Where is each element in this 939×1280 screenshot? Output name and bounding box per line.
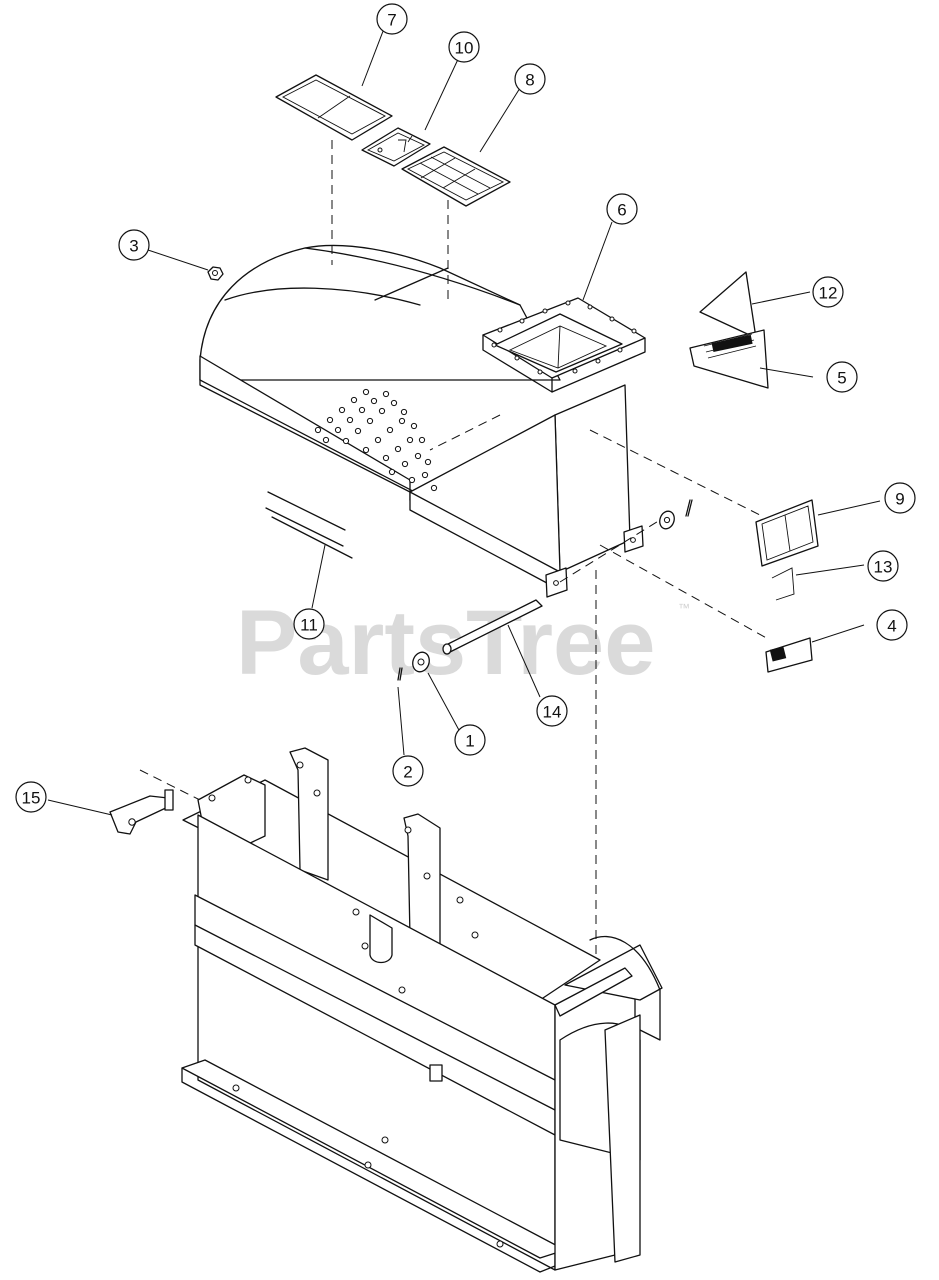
decal-5[interactable] <box>689 329 769 389</box>
callout-1-label: 1 <box>465 732 474 751</box>
decal-11[interactable] <box>265 491 353 559</box>
decal-7[interactable] <box>275 74 393 141</box>
decal-8[interactable] <box>401 146 511 207</box>
cotter-pin-2[interactable] <box>397 667 403 681</box>
latch-15[interactable] <box>109 789 174 835</box>
nut-3[interactable] <box>207 266 224 281</box>
callout-10-label: 10 <box>455 39 474 58</box>
callout-2-label: 2 <box>403 763 412 782</box>
callout-13-label: 13 <box>874 558 893 577</box>
callout-15-label: 15 <box>22 789 41 808</box>
warning-triangle-decal-12[interactable] <box>699 271 757 339</box>
decal-10[interactable] <box>361 127 431 167</box>
callout-9: 9 <box>884 482 916 514</box>
washer-right[interactable] <box>657 509 676 531</box>
decal-13[interactable] <box>771 567 795 601</box>
callout-6-label: 6 <box>617 201 626 220</box>
watermark-text: PartsTree <box>236 592 655 694</box>
callout-5-label: 5 <box>837 369 846 388</box>
callout-12: 12 <box>812 276 844 308</box>
callout-5: 5 <box>826 361 858 393</box>
callout-11: 11 <box>293 608 325 640</box>
decal-4[interactable] <box>765 637 813 673</box>
callout-13: 13 <box>867 550 899 582</box>
callout-11-label: 11 <box>300 616 318 635</box>
callout-7b: 7 <box>376 3 408 35</box>
mounting-base[interactable] <box>181 747 663 1273</box>
chute-housing[interactable] <box>199 244 646 598</box>
leader-lines <box>47 25 881 816</box>
callout-10: 10 <box>448 31 480 63</box>
callout-2: 2 <box>392 755 424 787</box>
callout-4: 4 <box>876 609 908 641</box>
callout-6: 6 <box>606 193 638 225</box>
callout-8-label: 8 <box>525 71 534 90</box>
pivot-rod-14[interactable] <box>442 599 543 655</box>
callout-15: 15 <box>15 781 47 813</box>
vent-holes <box>314 388 438 492</box>
callout-14: 14 <box>536 695 568 727</box>
callout-12-label: 12 <box>819 284 838 303</box>
watermark-trademark: ™ <box>678 601 690 615</box>
callout-9-label: 9 <box>895 490 904 509</box>
washer-1[interactable] <box>410 650 432 674</box>
callout-4-label: 4 <box>887 617 896 636</box>
callout-1: 1 <box>454 724 486 756</box>
callout-14-label: 14 <box>543 703 562 722</box>
callout-8: 8 <box>514 63 546 95</box>
callout-7b-label: 7 <box>387 11 396 30</box>
callout-3: 3 <box>118 229 150 261</box>
decal-9[interactable] <box>755 499 819 567</box>
cotter-pin-right[interactable] <box>685 499 693 517</box>
callout-3-label: 3 <box>129 237 138 256</box>
